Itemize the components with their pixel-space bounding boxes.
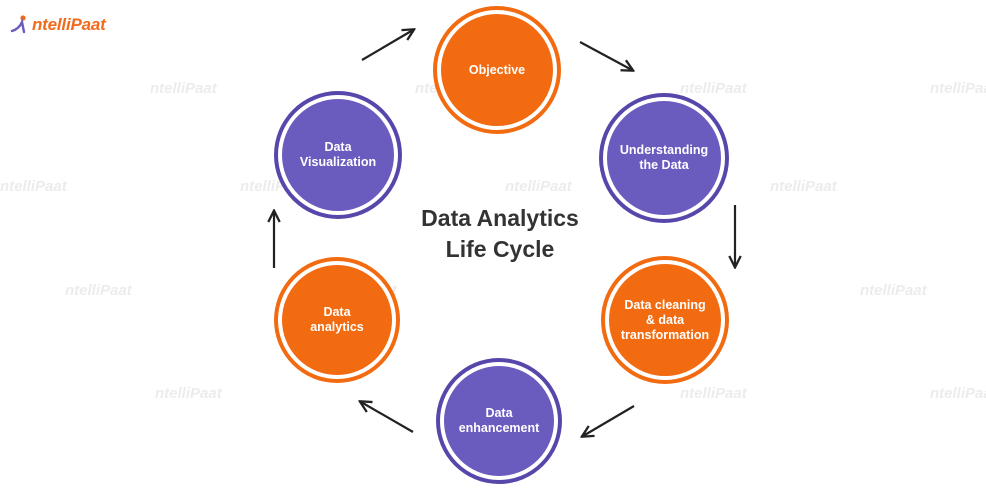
watermark: ntelliPaat: [770, 178, 837, 195]
arrow-objective-to-understanding: [579, 41, 632, 70]
watermark: ntelliPaat: [150, 80, 217, 97]
watermark: ntelliPaat: [930, 385, 986, 402]
watermark: ntelliPaat: [65, 282, 132, 299]
logo-figure-icon: [10, 15, 26, 34]
step-data-cleaning: Data cleaning & data transformation: [605, 260, 725, 380]
step-label: Data cleaning & data transformation: [620, 297, 710, 342]
watermark: ntelliPaat: [155, 385, 222, 402]
step-label: Data Visualization: [299, 140, 377, 169]
arrow-visualization-to-objective: [361, 30, 413, 61]
step-label: Objective: [468, 62, 526, 77]
step-understanding-the-data: Understanding the Data: [603, 97, 725, 219]
step-objective: Objective: [437, 10, 557, 130]
step-label: Data analytics: [310, 305, 364, 334]
step-data-visualization: Data Visualization: [278, 95, 398, 215]
watermark: ntelliPaat: [860, 282, 927, 299]
logo-text: ntelliPaat: [32, 15, 106, 34]
watermark: ntelliPaat: [680, 385, 747, 402]
step-data-analytics: Data analytics: [278, 261, 396, 379]
arrow-enhancement-to-analytics: [361, 402, 414, 433]
watermark: ntelliPaat: [505, 178, 572, 195]
watermark: ntelliPaat: [930, 80, 986, 97]
step-label: Understanding the Data: [619, 143, 709, 172]
watermark: ntelliPaat: [680, 80, 747, 97]
arrow-cleaning-to-enhancement: [583, 405, 635, 436]
watermark: ntelliPaat: [0, 178, 67, 195]
step-data-enhancement: Data enhancement: [440, 362, 558, 480]
intellipaat-logo: ntelliPaat: [10, 14, 106, 36]
diagram-title: Data Analytics Life Cycle: [421, 205, 579, 262]
step-label: Data enhancement: [458, 406, 540, 435]
